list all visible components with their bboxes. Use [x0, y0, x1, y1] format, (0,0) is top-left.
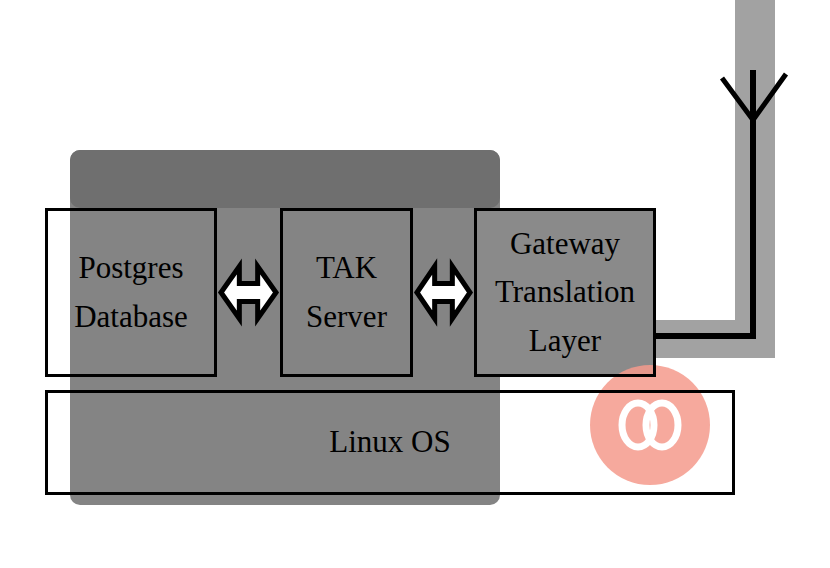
double-arrow [417, 267, 470, 319]
antenna-cable [656, 70, 753, 336]
antenna-symbol [722, 74, 786, 120]
box-label: TAK Server [289, 244, 404, 340]
box-label: Gateway Translation Layer [483, 220, 647, 364]
server-box: TAK Server [280, 208, 413, 377]
logo-ring [646, 403, 678, 447]
os-layer-box: Linux OS [45, 390, 735, 495]
gateway-box: Gateway Translation Layer [474, 208, 656, 377]
device-top [70, 150, 500, 208]
box-label: Postgres Database [54, 244, 208, 340]
database-box: Postgres Database [45, 208, 217, 377]
logo-circle [590, 365, 710, 485]
box-label: Linux OS [329, 418, 450, 466]
double-arrow [221, 267, 276, 319]
device-side [474, 208, 656, 377]
